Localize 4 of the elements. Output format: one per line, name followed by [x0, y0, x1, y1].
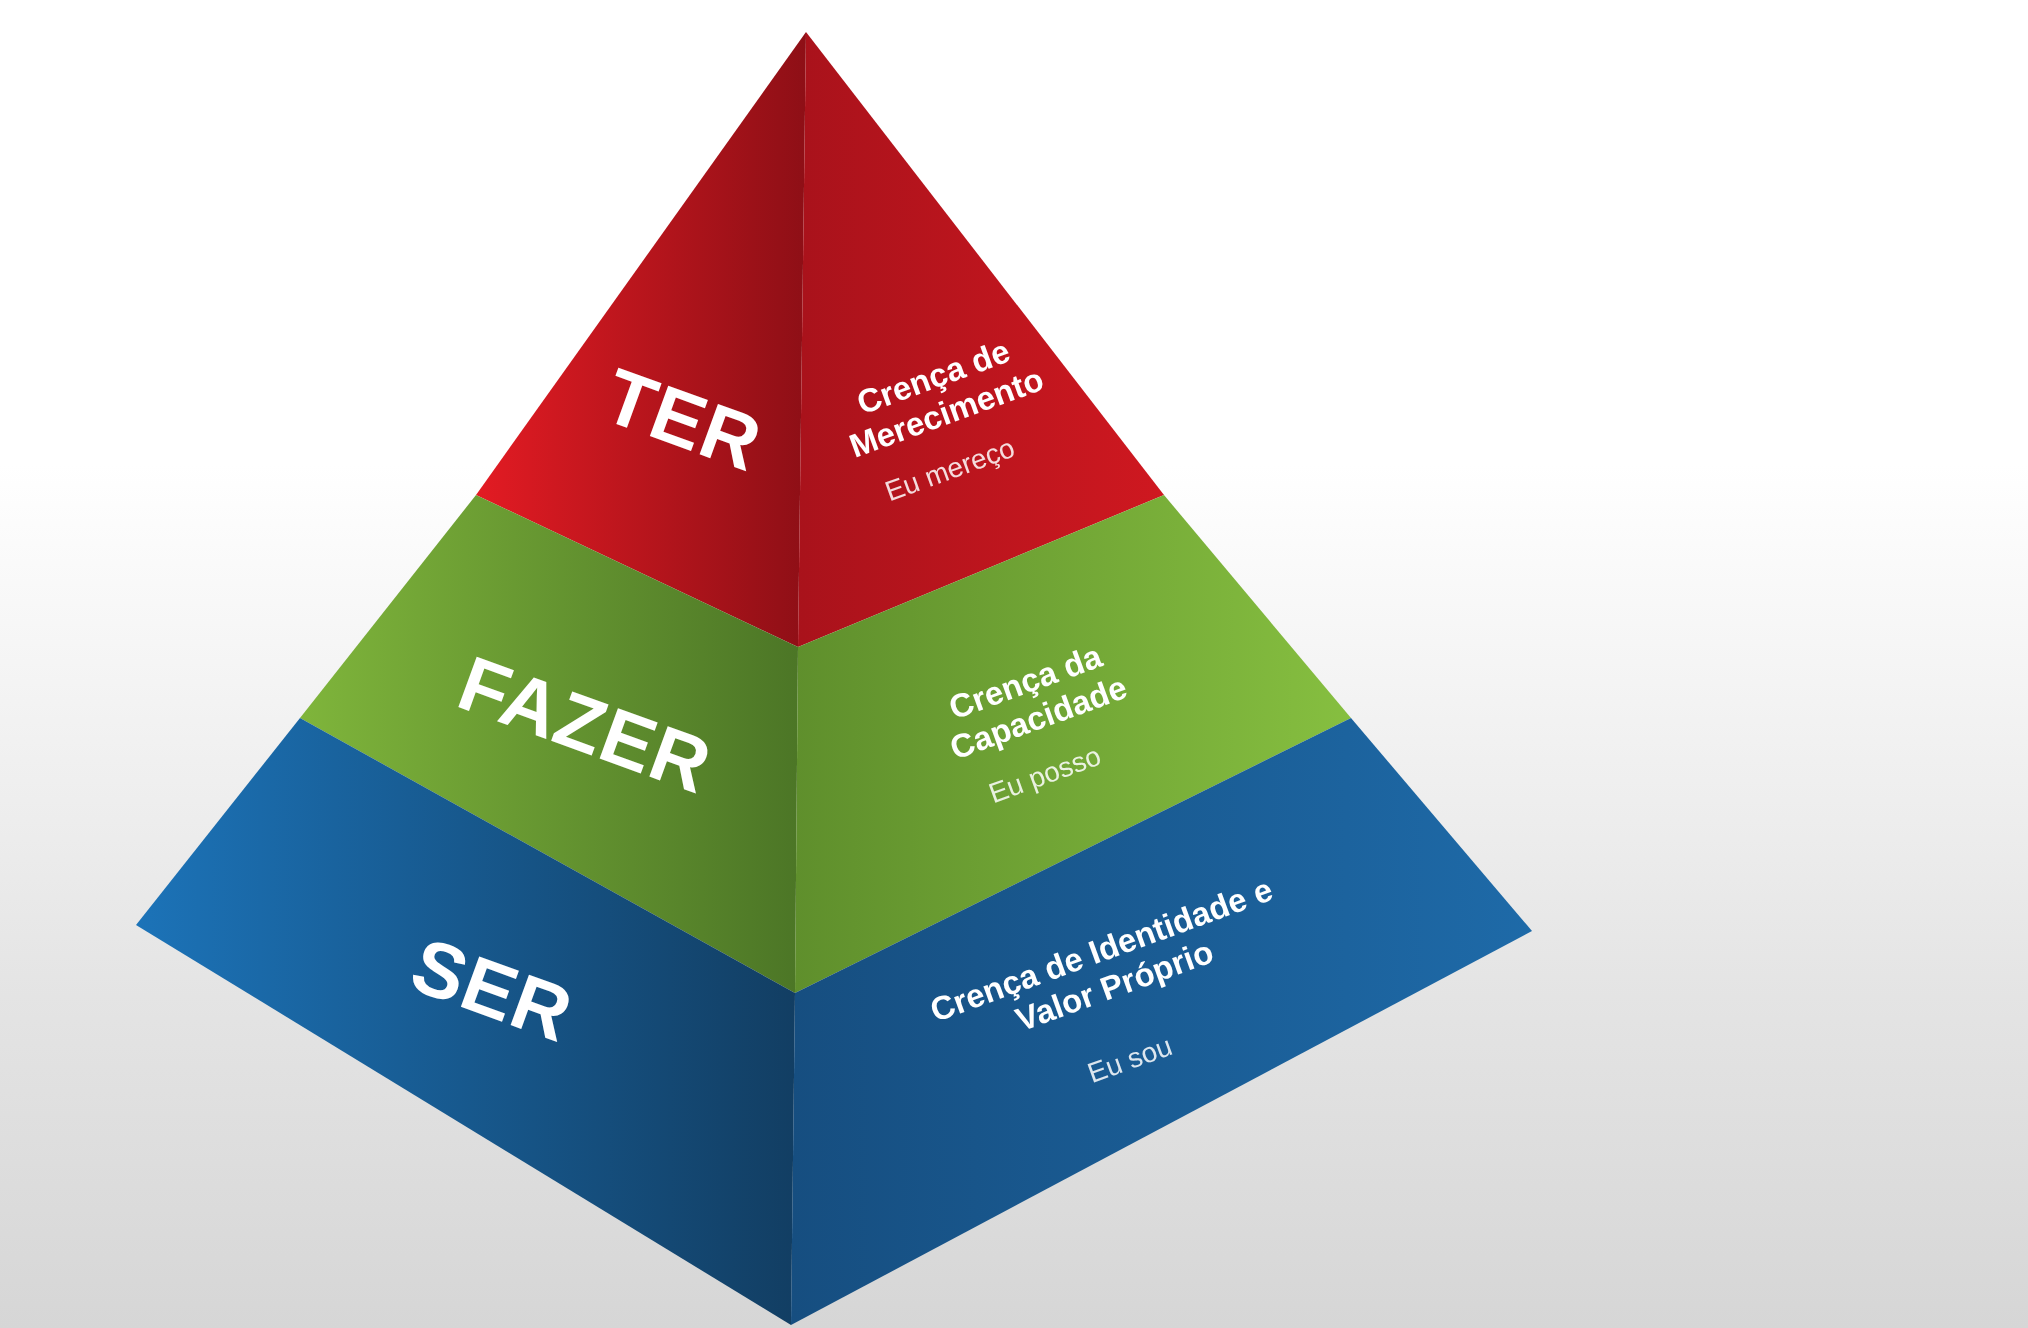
belief-caption: Eu sou — [1082, 1029, 1178, 1091]
pyramid-tier — [476, 32, 1164, 647]
level-title: TER — [592, 350, 774, 490]
level-title: SER — [399, 919, 585, 1061]
